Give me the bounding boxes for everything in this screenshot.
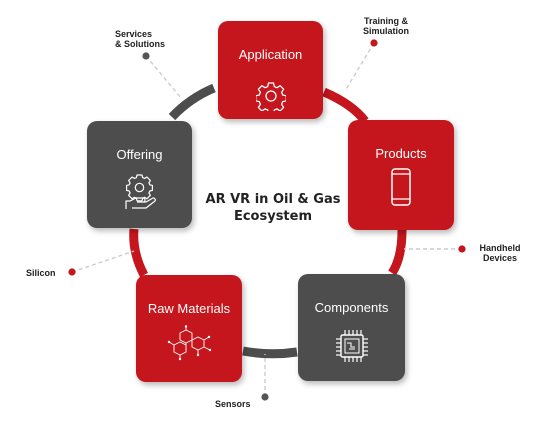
gear-icon xyxy=(255,82,286,111)
node-label: Application xyxy=(238,47,303,62)
node-raw-materials: Raw Materials xyxy=(136,275,242,382)
center-title-line2: Ecosystem xyxy=(233,209,313,224)
callout-line-services xyxy=(145,55,182,99)
label-handheld-devices: Handheld Devices xyxy=(474,243,526,263)
node-label: Raw Materials xyxy=(147,301,231,316)
arc-application-products xyxy=(322,87,369,124)
diagram-center-title: AR VR in Oil & Gas Ecosystem xyxy=(180,191,366,225)
dot-sensors xyxy=(261,393,269,401)
label-services-solutions: Services & Solutions xyxy=(115,29,165,49)
node-label: Products xyxy=(375,146,427,161)
label-line: Handheld xyxy=(479,243,521,253)
dot-silicon xyxy=(68,268,76,276)
chip-icon xyxy=(335,330,368,362)
node-products: Products xyxy=(348,120,454,230)
node-label: Components xyxy=(314,300,389,315)
node-application: Application xyxy=(218,21,323,119)
label-line: Devices xyxy=(482,253,518,263)
label-line: Services xyxy=(115,29,153,39)
arc-offering-application xyxy=(168,83,216,121)
molecule-icon xyxy=(167,325,212,361)
node-offering: Offering xyxy=(87,121,192,228)
callout-line-training xyxy=(344,42,375,92)
arc-components-rawmaterials xyxy=(242,346,298,359)
smartphone-icon xyxy=(391,168,411,206)
dot-handheld xyxy=(458,245,466,253)
callout-line-silicon xyxy=(71,250,135,273)
arc-rawmaterials-offering xyxy=(129,228,149,278)
dot-services xyxy=(142,52,150,60)
center-title-line1: AR VR in Oil & Gas xyxy=(205,192,341,207)
label-silicon: Silicon xyxy=(26,268,56,278)
label-sensors: Sensors xyxy=(215,399,251,409)
arc-products-components xyxy=(388,229,407,276)
label-line: Training & xyxy=(363,16,408,26)
node-components: Components xyxy=(298,274,405,381)
label-line: Simulation xyxy=(362,26,409,36)
dot-training xyxy=(370,39,378,47)
label-line: & Solutions xyxy=(115,39,165,49)
node-label: Offering xyxy=(116,147,163,162)
label-training-simulation: Training & Simulation xyxy=(356,16,416,36)
hand-gear-icon xyxy=(124,174,156,209)
